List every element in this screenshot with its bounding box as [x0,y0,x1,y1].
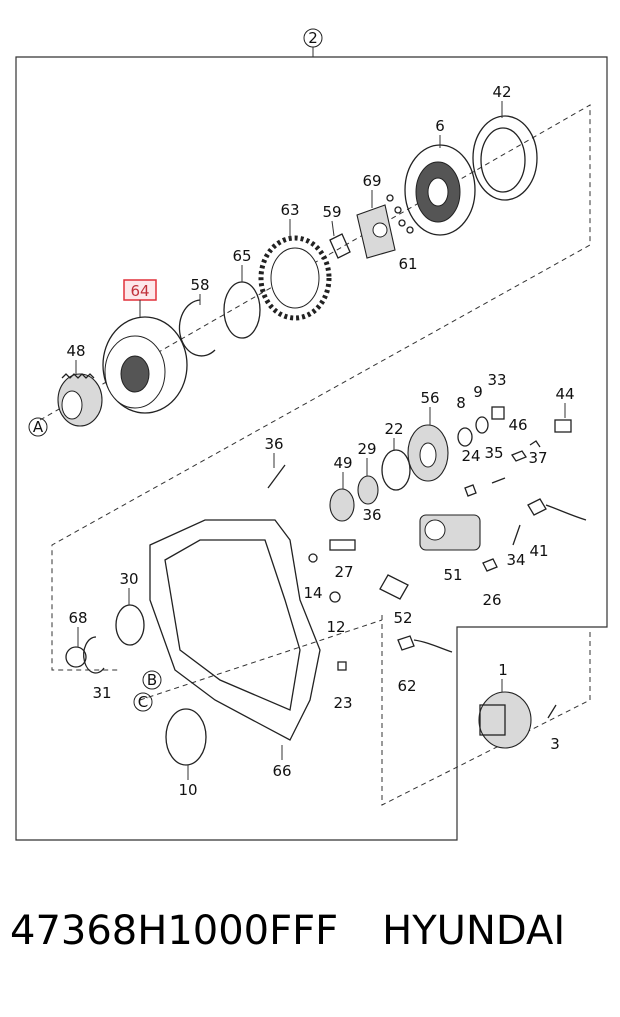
ring-42 [472,115,538,201]
bearing-64 [102,316,188,414]
gear-49 [329,488,355,522]
gear-48 [57,373,103,427]
callout-12: 12 [326,618,345,636]
diagram-frame [15,56,608,841]
snap-ring-31 [83,636,105,674]
callout-41: 41 [529,542,548,560]
group-marker-circle [303,28,323,48]
callout-30: 30 [119,570,138,588]
callout-37: 37 [528,449,547,467]
callout-3: 3 [550,735,560,753]
callout-62: 62 [397,677,416,695]
callout-1: 1 [498,661,508,679]
brand-name: HYUNDAI [382,908,566,954]
callout-36-lower: 36 [362,506,381,524]
transfer-case-66 [149,519,321,741]
plug-14 [308,553,318,563]
callout-61: 61 [398,255,417,273]
actuator-51 [419,514,481,551]
callout-24: 24 [461,447,480,465]
callout-29: 29 [357,440,376,458]
plate-69 [356,204,396,259]
callout-labels: 42 6 69 63 59 65 61 64 58 48 33 9 56 8 4… [66,83,574,799]
callout-58: 58 [190,276,209,294]
sprocket-63 [258,235,332,321]
bearing-10 [165,708,207,766]
bearing-30 [115,604,145,646]
callout-8: 8 [456,394,466,412]
callout-33: 33 [487,371,506,389]
callout-36-upper: 36 [264,435,283,453]
callout-31: 31 [92,684,111,702]
bracket-24 [464,484,477,497]
bearing-22 [381,449,411,491]
seal-68 [65,646,87,668]
plug-23 [337,661,347,671]
callout-49: 49 [333,454,352,472]
callout-14: 14 [303,584,322,602]
seal-8 [457,427,473,447]
callout-59: 59 [322,203,341,221]
ref-marker-c: C [138,693,148,711]
callout-35: 35 [484,444,503,462]
assembly-guide-upper [39,104,591,671]
gear-29 [357,475,379,505]
callout-69: 69 [362,172,381,190]
ref-marker-a-circle [28,417,48,437]
callout-26: 26 [482,591,501,609]
callout-27: 27 [334,563,353,581]
ring-65 [223,281,261,339]
flange-56 [407,424,449,482]
exploded-parts-diagram: 2 [15,28,608,841]
callout-22: 22 [384,420,403,438]
callout-42: 42 [492,83,511,101]
motor-1 [478,691,532,749]
bolt-36 [267,464,286,489]
callout-46: 46 [508,416,527,434]
part-caption: 47368H1000FFF HYUNDAI [10,908,610,978]
callout-51: 51 [443,566,462,584]
callout-65: 65 [232,247,251,265]
clip-59 [329,233,351,259]
callout-9: 9 [473,383,483,401]
shaft-27 [329,539,356,551]
callout-66: 66 [272,762,291,780]
callout-34: 34 [506,551,525,569]
callout-48: 48 [66,342,85,360]
callout-23: 23 [333,694,352,712]
callout-52: 52 [393,609,412,627]
leader-lines [75,101,566,780]
assembly-guide-lower [381,615,591,806]
callout-6: 6 [435,117,445,135]
bracket-52 [379,574,409,600]
snap-ring-58 [178,299,216,357]
clip-46 [511,450,527,462]
nut-33 [491,406,505,420]
washer-9 [475,416,489,434]
callout-56: 56 [420,389,439,407]
sensor-44 [554,419,572,433]
callout-10: 10 [178,781,197,799]
callout-64: 64 [130,282,149,300]
spring-37 [529,440,541,448]
ref-marker-a: A [33,418,44,436]
callout-68: 68 [68,609,87,627]
clip-26 [482,558,498,572]
pin-35 [491,477,506,484]
sensor-62 [397,635,415,651]
part-number: 47368H1000FFF [10,908,339,954]
bolt-3 [547,704,557,719]
callout-63: 63 [280,201,299,219]
group-marker: 2 [308,29,318,47]
bolt-34 [512,524,521,546]
sensor-41 [527,498,547,516]
bearing-6 [404,144,476,236]
washer-12 [329,591,341,603]
callout-44: 44 [555,385,574,403]
ref-marker-b: B [147,671,157,689]
